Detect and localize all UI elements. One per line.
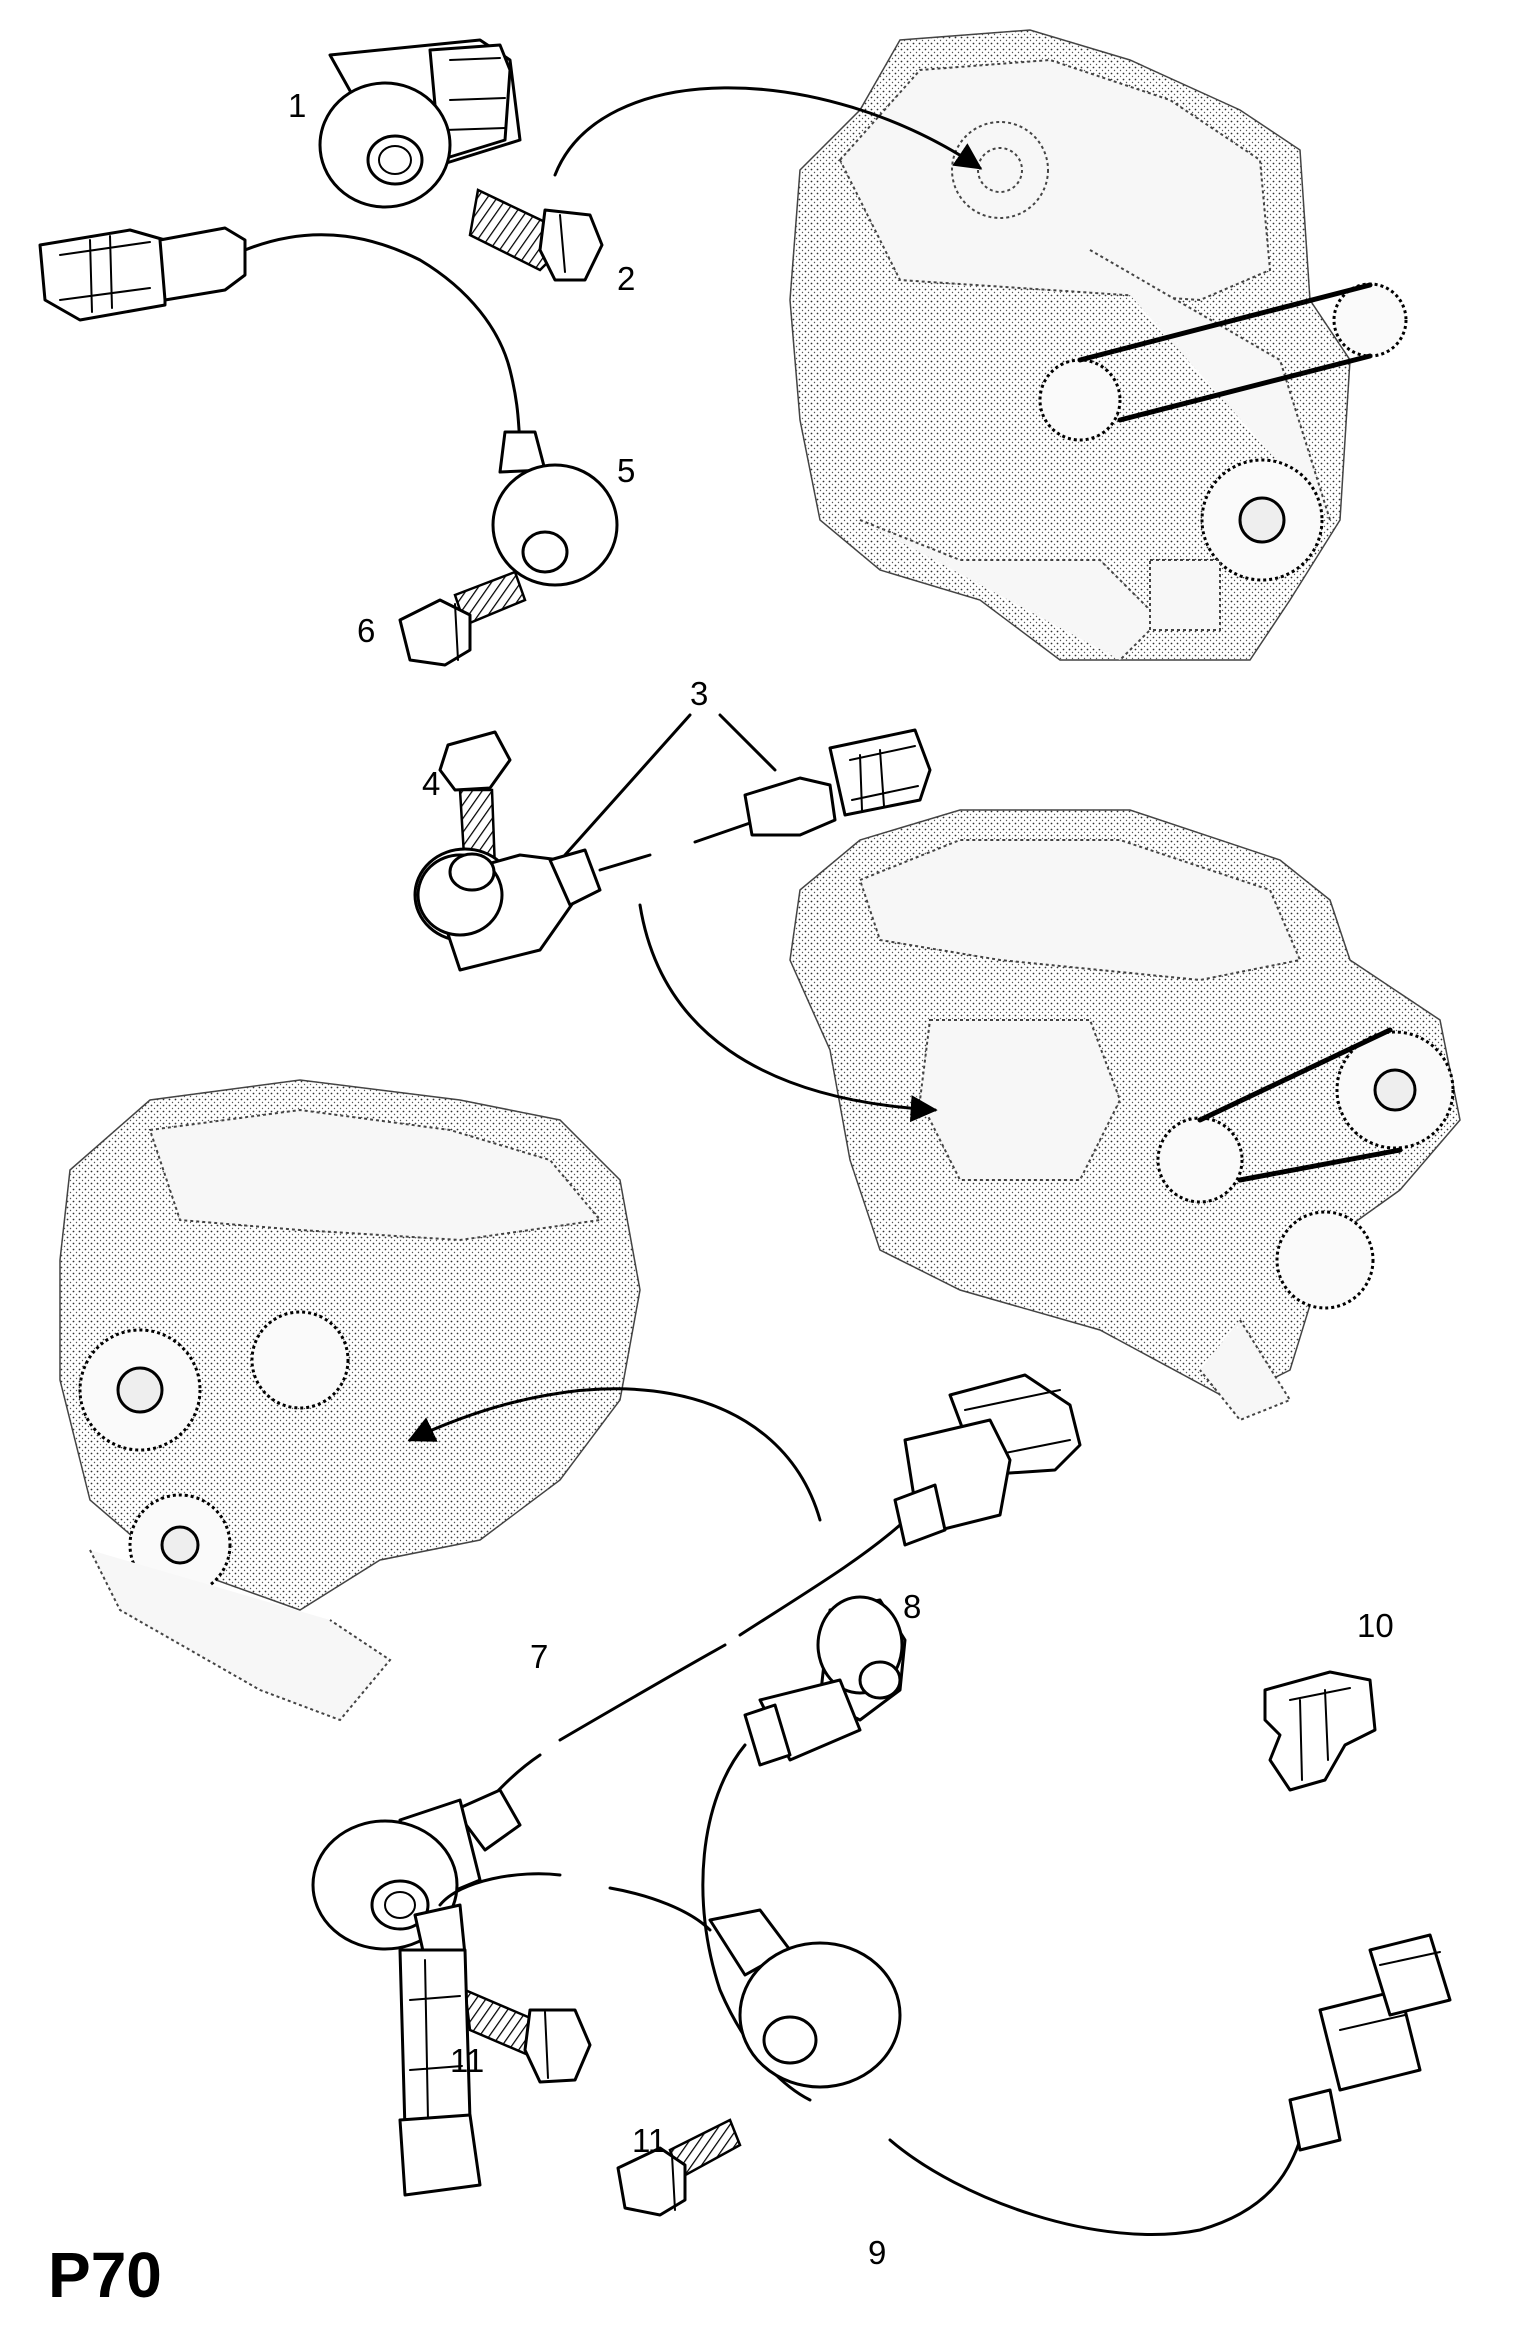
engine-illustration-left xyxy=(59,1079,641,1722)
knock-sensor-part-1 xyxy=(318,38,522,209)
callout-9: 9 xyxy=(868,2234,886,2271)
callout-10: 10 xyxy=(1357,1607,1394,1644)
callout-11-lower: 11 xyxy=(632,2122,666,2159)
callout-3: 3 xyxy=(690,675,708,712)
knock-sensor-part-8 xyxy=(701,1595,1452,2236)
callout-1: 1 xyxy=(288,87,306,124)
callout-5: 5 xyxy=(617,452,635,489)
knock-sensor-part-5 xyxy=(38,226,619,587)
engine-illustration-middle xyxy=(789,809,1461,1422)
pointer-arrow-top-engine xyxy=(553,86,983,177)
pointer-arrow-middle-engine xyxy=(638,903,938,1123)
knock-sensor-part-3 xyxy=(413,728,932,972)
knock-sensor-part-9 xyxy=(398,1872,902,2197)
engine-illustration-top xyxy=(789,29,1408,661)
bolt-part-6 xyxy=(398,570,527,667)
page-identifier: P70 xyxy=(48,2239,162,2311)
callout-11-upper: 11 xyxy=(450,2042,484,2079)
pointer-arrow-left-engine xyxy=(407,1387,822,1522)
callout-8: 8 xyxy=(903,1588,921,1625)
knock-sensor-part-7 xyxy=(311,1373,1082,1951)
clip-part-10 xyxy=(1263,1670,1377,1792)
leader-lines-part-3 xyxy=(563,713,777,857)
bolt-part-4 xyxy=(438,730,512,874)
callout-4: 4 xyxy=(422,765,440,802)
bolt-part-11-lower xyxy=(616,2118,742,2217)
callout-7: 7 xyxy=(530,1638,548,1675)
callout-6: 6 xyxy=(357,612,375,649)
bolt-part-2 xyxy=(468,188,604,282)
callout-2: 2 xyxy=(617,260,635,297)
